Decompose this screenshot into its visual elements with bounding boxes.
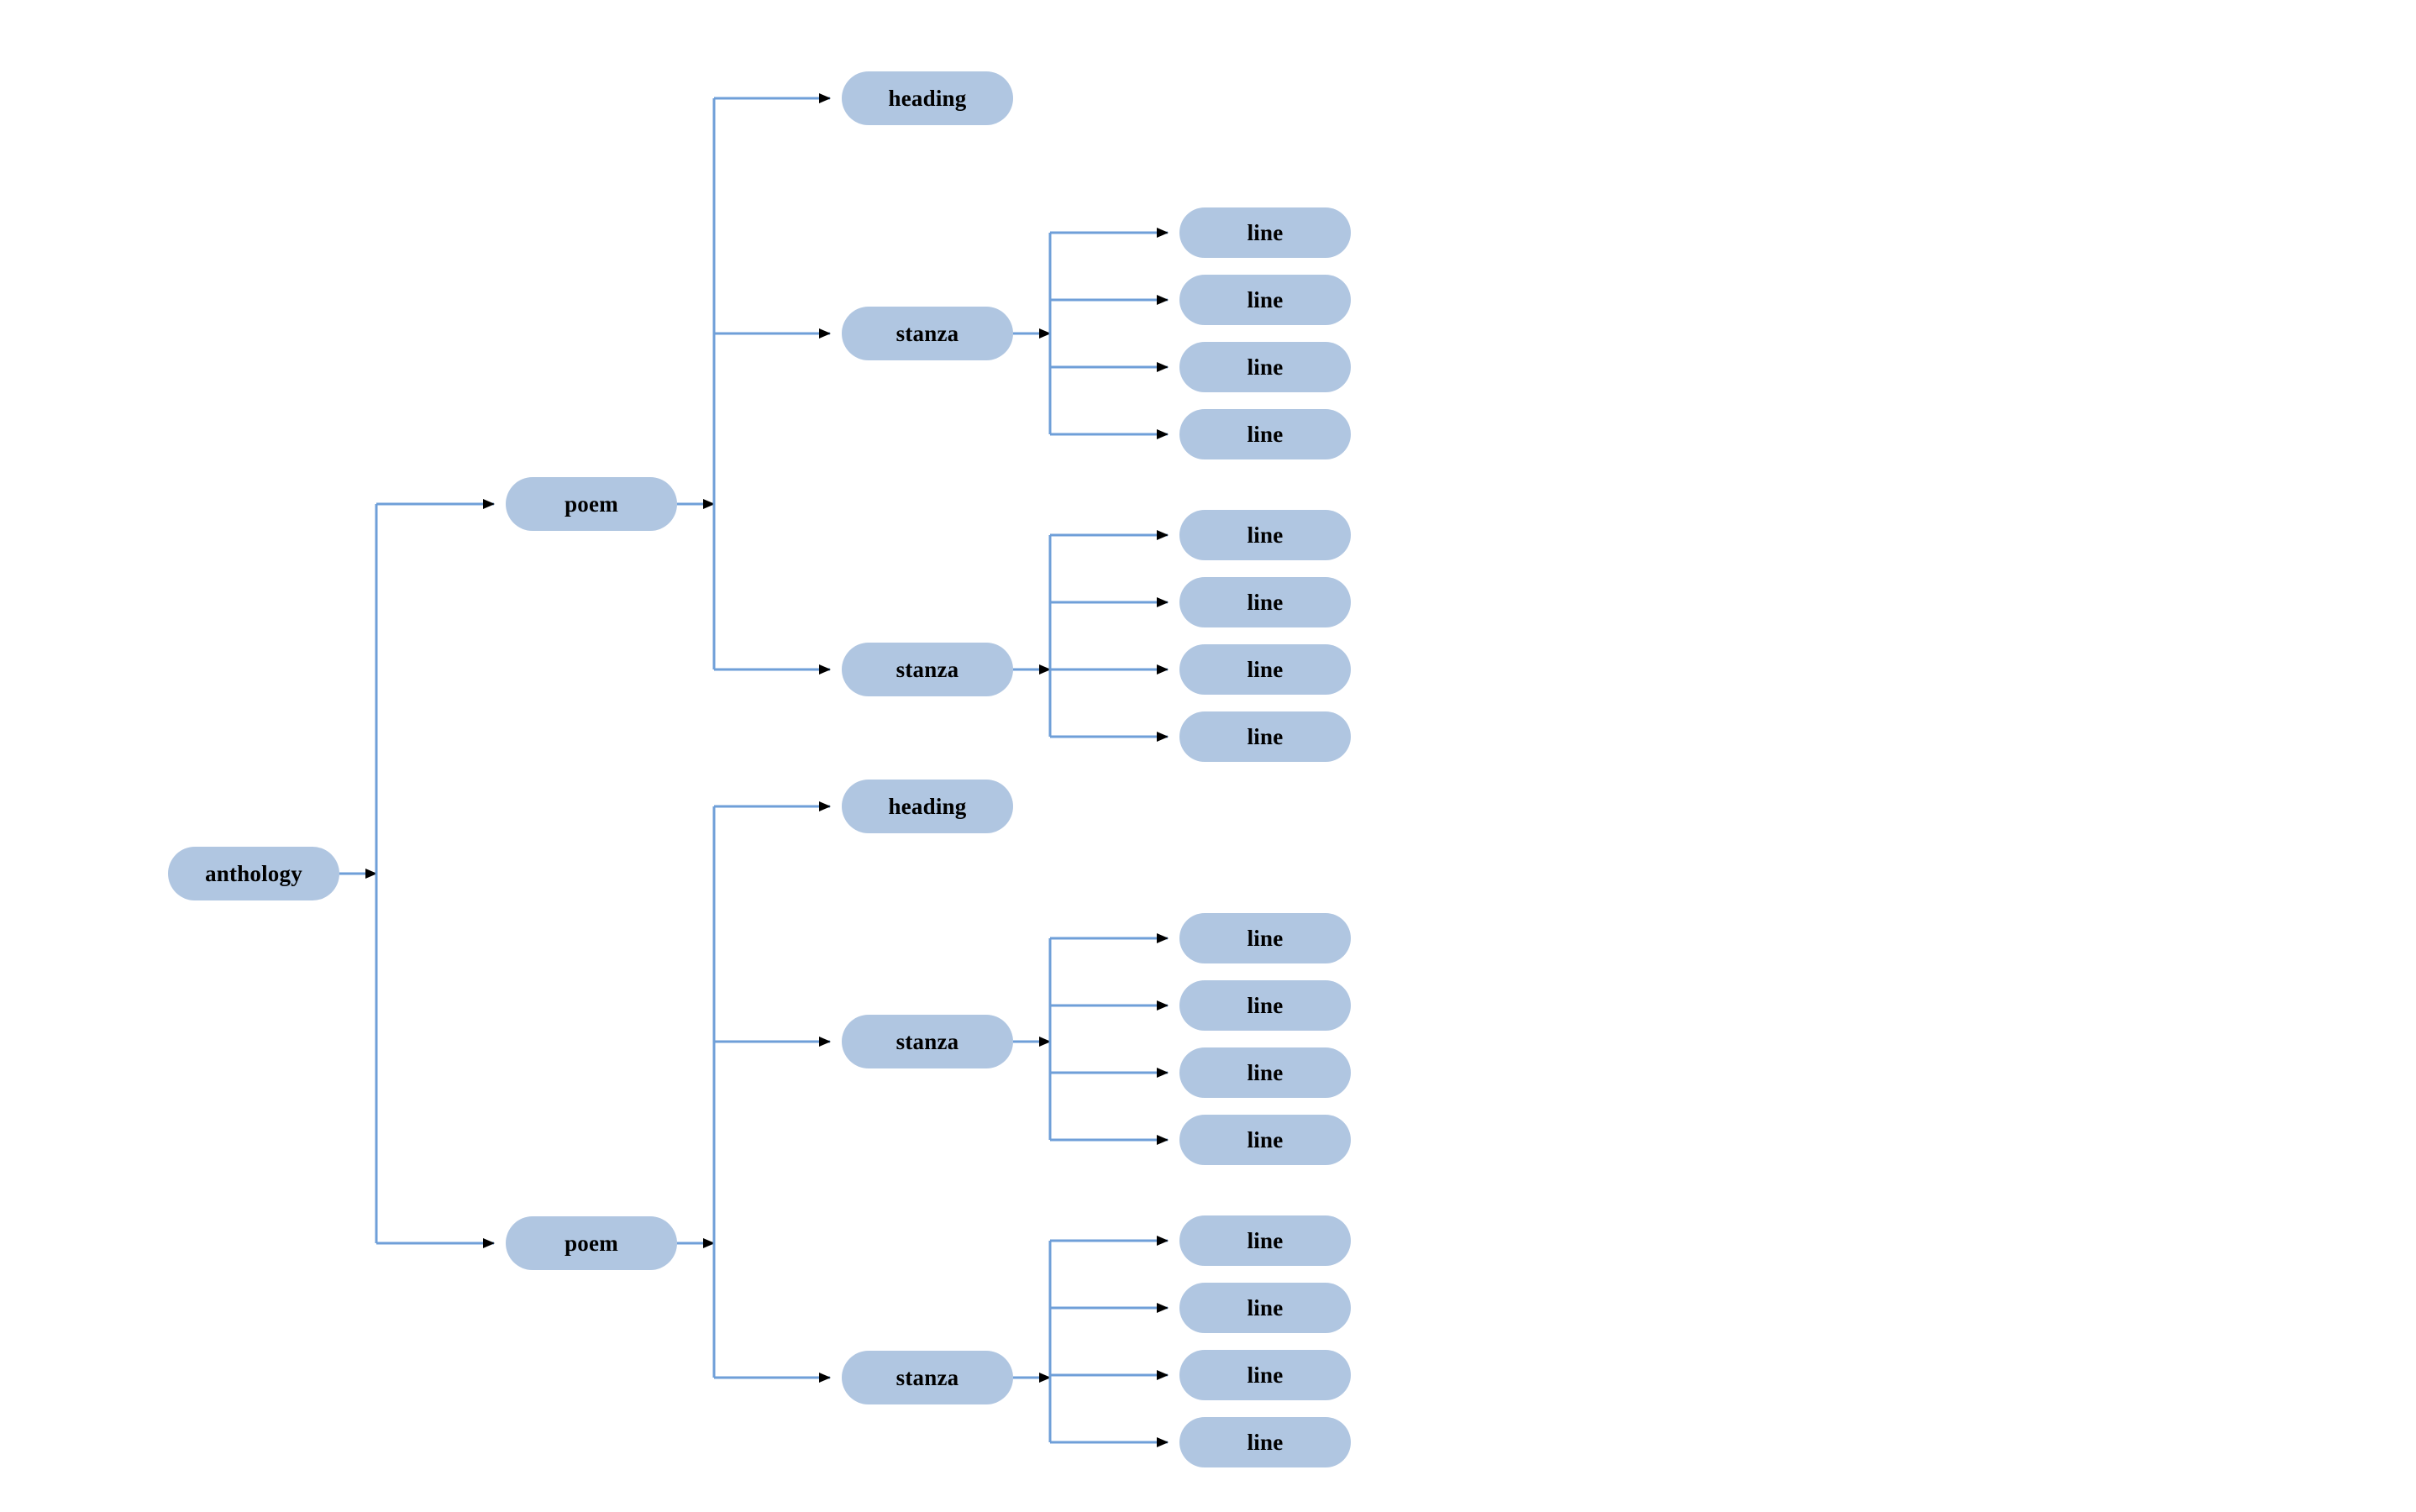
node-line2a1[interactable]: line	[1179, 913, 1351, 963]
node-label-stanza1a: stanza	[895, 320, 959, 346]
node-label-line1a2: line	[1247, 286, 1284, 312]
node-label-line2a1: line	[1247, 925, 1284, 951]
node-line1b3[interactable]: line	[1179, 644, 1351, 695]
node-line1a3[interactable]: line	[1179, 342, 1351, 392]
node-label-line1b1: line	[1247, 522, 1284, 548]
node-line2b1[interactable]: line	[1179, 1215, 1351, 1266]
node-line2b4[interactable]: line	[1179, 1417, 1351, 1467]
node-heading1[interactable]: heading	[842, 71, 1013, 125]
node-line2a2[interactable]: line	[1179, 980, 1351, 1031]
node-stanza1b[interactable]: stanza	[842, 643, 1013, 696]
node-label-line2b1: line	[1247, 1227, 1284, 1253]
node-label-line2a3: line	[1247, 1059, 1284, 1085]
node-stanza2b[interactable]: stanza	[842, 1351, 1013, 1404]
node-label-stanza1b: stanza	[895, 656, 959, 682]
node-label-line1a4: line	[1247, 421, 1284, 447]
node-line2b3[interactable]: line	[1179, 1350, 1351, 1400]
node-label-line1a3: line	[1247, 354, 1284, 380]
node-label-line1b2: line	[1247, 589, 1284, 615]
node-line1a2[interactable]: line	[1179, 275, 1351, 325]
node-label-stanza2a: stanza	[895, 1028, 959, 1054]
node-poem2[interactable]: poem	[506, 1216, 677, 1270]
node-anthology[interactable]: anthology	[168, 847, 339, 900]
node-line1a4[interactable]: line	[1179, 409, 1351, 459]
node-stanza2a[interactable]: stanza	[842, 1015, 1013, 1068]
node-label-line2b3: line	[1247, 1362, 1284, 1388]
node-label-poem2: poem	[565, 1230, 618, 1256]
node-line1b2[interactable]: line	[1179, 577, 1351, 627]
node-line1b1[interactable]: line	[1179, 510, 1351, 560]
node-label-line2b2: line	[1247, 1294, 1284, 1320]
node-line2a3[interactable]: line	[1179, 1047, 1351, 1098]
node-line1b4[interactable]: line	[1179, 711, 1351, 762]
node-label-line1b4: line	[1247, 723, 1284, 749]
node-line2a4[interactable]: line	[1179, 1115, 1351, 1165]
node-label-line1a1: line	[1247, 219, 1284, 245]
node-label-poem1: poem	[565, 491, 618, 517]
node-label-heading2: heading	[888, 793, 967, 819]
node-label-line2a4: line	[1247, 1126, 1284, 1152]
node-line1a1[interactable]: line	[1179, 207, 1351, 258]
node-label-stanza2b: stanza	[895, 1364, 959, 1390]
node-label-line1b3: line	[1247, 656, 1284, 682]
node-label-anthology: anthology	[205, 860, 302, 886]
node-heading2[interactable]: heading	[842, 780, 1013, 833]
node-label-line2a2: line	[1247, 992, 1284, 1018]
node-line2b2[interactable]: line	[1179, 1283, 1351, 1333]
node-poem1[interactable]: poem	[506, 477, 677, 531]
node-stanza1a[interactable]: stanza	[842, 307, 1013, 360]
node-label-line2b4: line	[1247, 1429, 1284, 1455]
node-label-heading1: heading	[888, 85, 967, 111]
